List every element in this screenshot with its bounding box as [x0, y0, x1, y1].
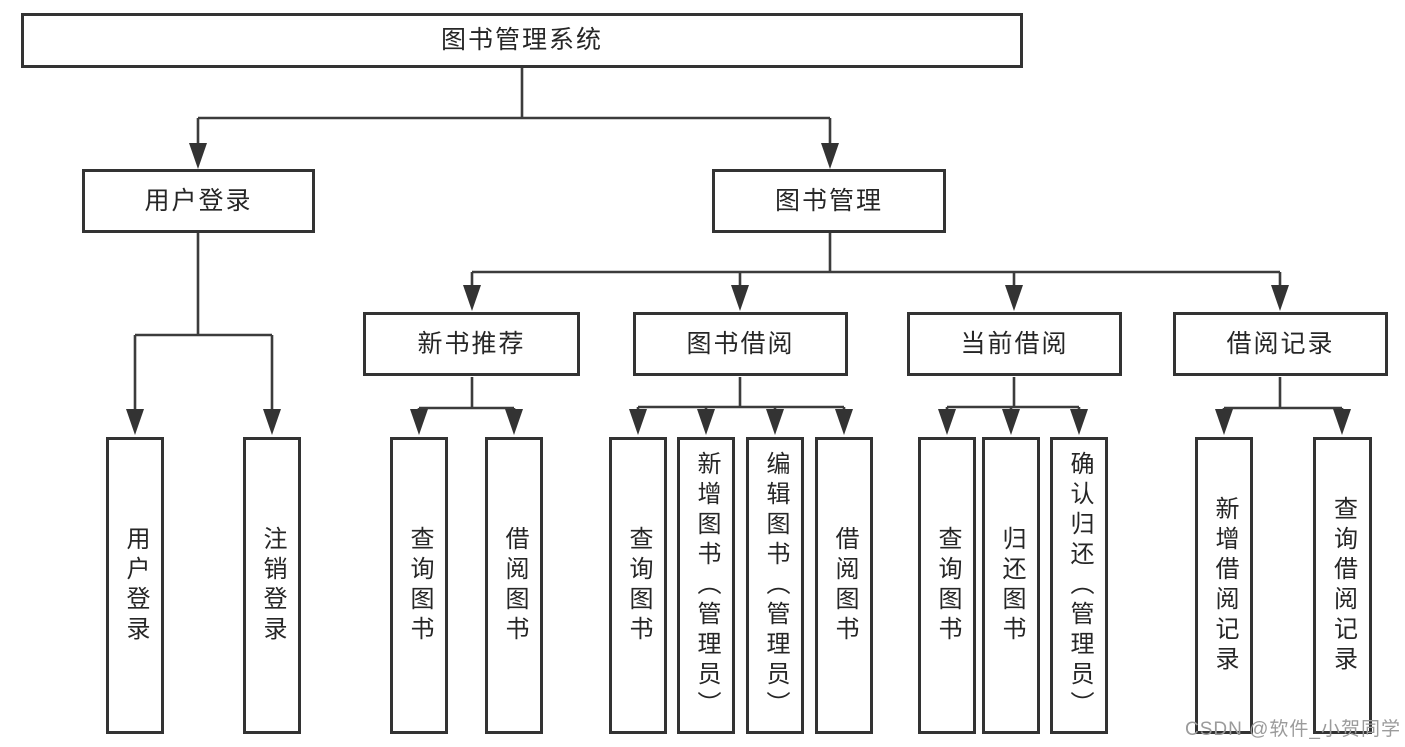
node-label: 编辑图书（管理员）: [762, 450, 789, 721]
node-label: 图书管理: [774, 186, 883, 215]
leaf-logout: 注销登录: [243, 437, 301, 734]
node-label: 归还图书: [998, 525, 1025, 646]
leaf-query-borrow-record: 查询借阅记录: [1313, 437, 1372, 734]
connector-current-borrowing-branch: [938, 377, 1088, 435]
leaf-borrow-books-borrowing: 借阅图书: [815, 437, 873, 734]
leaf-query-books-borrowing: 查询图书: [609, 437, 667, 734]
connector-book-management-to-level3: [463, 233, 1289, 311]
node-label: 查询图书: [625, 525, 652, 646]
node-label: 新书推荐: [417, 329, 526, 358]
node-book-borrowing: 图书借阅: [633, 312, 848, 376]
node-label: 借阅记录: [1226, 329, 1335, 358]
node-label: 确认归还（管理员）: [1066, 450, 1093, 721]
leaf-confirm-return-admin: 确认归还（管理员）: [1050, 437, 1108, 734]
leaf-borrow-books-recommend: 借阅图书: [485, 437, 543, 734]
node-label: 用户登录: [144, 186, 253, 215]
leaf-add-borrow-record: 新增借阅记录: [1195, 437, 1253, 734]
node-label: 图书借阅: [686, 329, 795, 358]
leaf-edit-book-admin: 编辑图书（管理员）: [746, 437, 804, 734]
node-label: 借阅图书: [501, 525, 528, 646]
connector-borrowing-records-branch: [1215, 377, 1351, 435]
connector-new-book-recommend-branch: [410, 377, 523, 435]
leaf-query-books-recommend: 查询图书: [390, 437, 448, 734]
node-root-library-management-system: 图书管理系统: [21, 13, 1023, 68]
connector-user-login-branch: [126, 233, 281, 435]
node-user-login: 用户登录: [82, 169, 315, 233]
node-label: 查询借阅记录: [1329, 495, 1357, 676]
leaf-query-books-current: 查询图书: [918, 437, 976, 734]
node-label: 新增借阅记录: [1211, 495, 1238, 676]
csdn-watermark: CSDN @软件_小贺同学: [1185, 719, 1401, 740]
connector-book-borrowing-branch: [629, 377, 853, 435]
node-current-borrowing: 当前借阅: [907, 312, 1122, 376]
node-label: 查询图书: [406, 525, 433, 646]
leaf-return-books: 归还图书: [982, 437, 1040, 734]
node-book-management: 图书管理: [712, 169, 946, 233]
leaf-add-book-admin: 新增图书（管理员）: [677, 437, 735, 734]
connector-root-to-level2: [189, 68, 839, 169]
node-label: 新增图书（管理员）: [693, 450, 720, 721]
node-label: 用户登录: [122, 525, 149, 646]
node-label: 查询图书: [934, 525, 961, 646]
node-label: 图书管理系统: [440, 26, 603, 54]
node-label: 当前借阅: [960, 329, 1069, 358]
node-label: 注销登录: [259, 525, 286, 646]
node-borrowing-records: 借阅记录: [1173, 312, 1388, 376]
leaf-user-login: 用户登录: [106, 437, 164, 734]
node-new-book-recommend: 新书推荐: [363, 312, 580, 376]
node-label: 借阅图书: [831, 525, 858, 646]
